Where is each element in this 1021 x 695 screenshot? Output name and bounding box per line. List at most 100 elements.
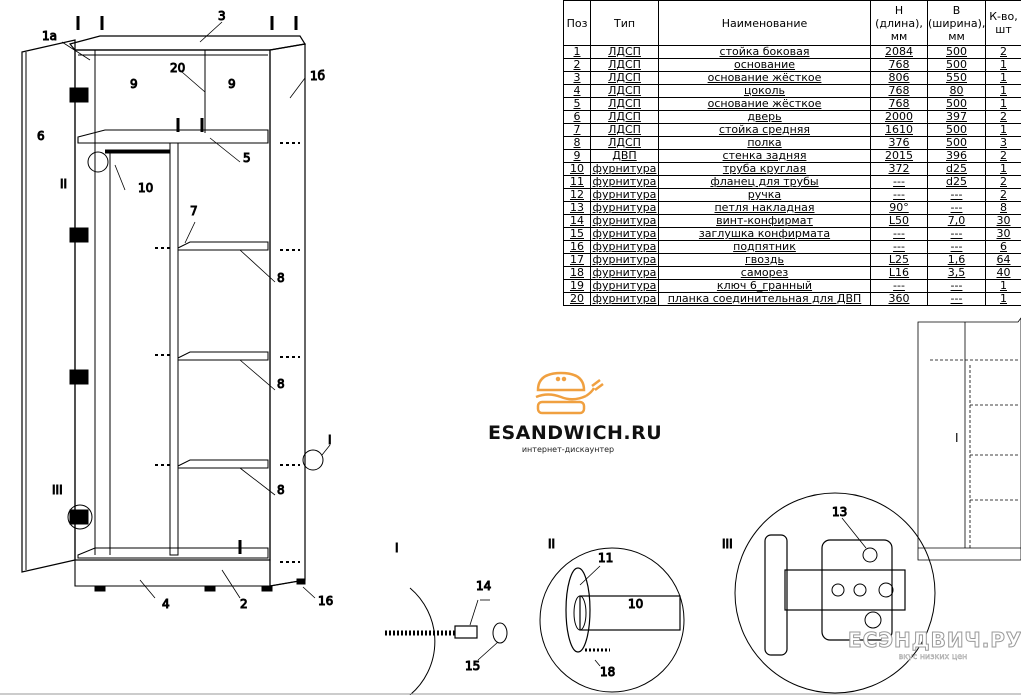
detail-II-part-11: 11	[598, 551, 613, 565]
cell-h: ---	[870, 175, 928, 189]
cell-qty: 2	[985, 188, 1021, 202]
cell-type: фурнитура	[590, 175, 659, 189]
cell-b: 500	[927, 123, 986, 137]
cell-type: фурнитура	[590, 253, 659, 267]
cell-pos: 11	[563, 175, 591, 189]
cell-name: полка	[658, 136, 871, 150]
cell-h: L16	[870, 266, 928, 280]
detail-I-part-14: 14	[476, 579, 491, 593]
cell-b: 1,6	[927, 253, 986, 267]
cell-h: ---	[870, 279, 928, 293]
cell-h: ---	[870, 240, 928, 254]
cell-b: 80	[927, 84, 986, 98]
cell-h: L50	[870, 214, 928, 228]
callout-1a: 1а	[42, 29, 57, 43]
cell-type: ЛДСП	[590, 71, 659, 85]
cell-h: 360	[870, 292, 928, 306]
cell-name: винт-конфирмат	[658, 214, 871, 228]
cell-name: основание	[658, 58, 871, 72]
cell-type: фурнитура	[590, 162, 659, 176]
detail-II-title: II	[548, 537, 555, 551]
callout-9a: 9	[130, 77, 138, 91]
cell-type: фурнитура	[590, 214, 659, 228]
header-type: Тип	[590, 0, 659, 46]
cell-h: 806	[870, 71, 928, 85]
cell-qty: 8	[985, 201, 1021, 215]
cell-pos: 19	[563, 279, 591, 293]
callout-10: 10	[138, 181, 153, 195]
cell-name: труба круглая	[658, 162, 871, 176]
watermark-tagline: вкус низких цен	[898, 652, 968, 661]
callout-2: 2	[240, 597, 248, 611]
cell-h: 2015	[870, 149, 928, 163]
cell-pos: 3	[563, 71, 591, 85]
callout-20: 20	[170, 61, 185, 75]
cell-type: фурнитура	[590, 240, 659, 254]
cell-name: цоколь	[658, 84, 871, 98]
detail-I-part-15: 15	[465, 659, 480, 673]
cell-name: ключ 6_гранный	[658, 279, 871, 293]
cell-name: заглушка конфирмата	[658, 227, 871, 241]
cell-h: 2000	[870, 110, 928, 124]
cell-qty: 1	[985, 123, 1021, 137]
callout-16: 16	[318, 594, 333, 608]
header-b: В (ширина), мм	[927, 0, 986, 46]
cell-name: основание жёсткое	[658, 97, 871, 111]
cell-pos: 17	[563, 253, 591, 267]
cell-h: 768	[870, 58, 928, 72]
cell-b: 500	[927, 97, 986, 111]
cell-qty: 2	[985, 149, 1021, 163]
cell-name: подпятник	[658, 240, 871, 254]
cell-b: ---	[927, 188, 986, 202]
cell-name: стойка боковая	[658, 45, 871, 59]
cell-qty: 1	[985, 58, 1021, 72]
cell-type: фурнитура	[590, 227, 659, 241]
cell-qty: 1	[985, 84, 1021, 98]
cell-pos: 15	[563, 227, 591, 241]
detail-II-part-18: 18	[600, 665, 615, 679]
esandwich-logo: ESANDWICH.RU интернет-дискаунтер	[488, 370, 662, 454]
cell-type: ЛДСП	[590, 84, 659, 98]
right-side	[269, 43, 306, 587]
cell-qty: 64	[985, 253, 1021, 267]
cell-b: ---	[927, 227, 986, 241]
cell-type: ДВП	[590, 149, 659, 163]
cell-h: 768	[870, 84, 928, 98]
cell-pos: 5	[563, 97, 591, 111]
cell-pos: 14	[563, 214, 591, 228]
callout-9b: 9	[228, 77, 236, 91]
cell-pos: 12	[563, 188, 591, 202]
cell-b: 500	[927, 136, 986, 150]
cell-name: основание жёсткое	[658, 71, 871, 85]
cabinet-main-view	[21, 16, 331, 599]
detail-II-part-10: 10	[628, 597, 643, 611]
cell-qty: 30	[985, 214, 1021, 228]
cell-pos: 6	[563, 110, 591, 124]
cell-qty: 1	[985, 279, 1021, 293]
door-left	[21, 39, 76, 573]
callout-III: III	[52, 483, 63, 497]
header-pos: Поз	[563, 0, 591, 46]
cell-h: 376	[870, 136, 928, 150]
cell-type: ЛДСП	[590, 136, 659, 150]
cell-qty: 1	[985, 97, 1021, 111]
cell-pos: 10	[563, 162, 591, 176]
cell-qty: 1	[985, 162, 1021, 176]
cell-h: ---	[870, 188, 928, 202]
cell-name: гвоздь	[658, 253, 871, 267]
specification-table: Поз Тип Наименование Н (длина), мм В (ши…	[563, 0, 1021, 306]
cell-name: петля накладная	[658, 201, 871, 215]
cabinet-body	[74, 49, 271, 561]
